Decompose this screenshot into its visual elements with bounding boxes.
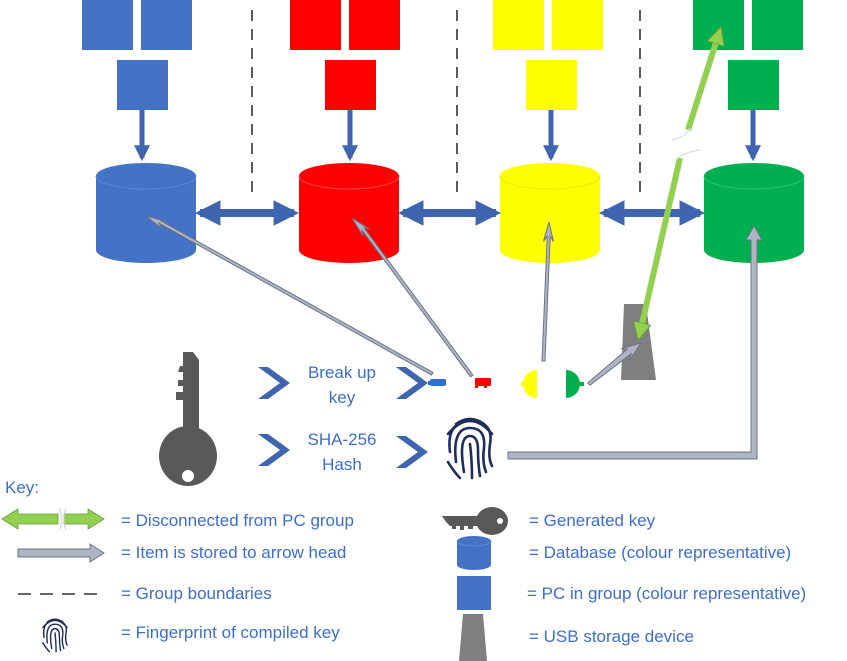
hash-label-line1: SHA-256	[307, 430, 377, 449]
legend-usb-label: = USB storage device	[529, 627, 694, 646]
legend-pc-label: = PC in group (colour representative)	[527, 584, 807, 603]
legend-key-icon	[442, 507, 508, 535]
group-red	[290, 0, 400, 263]
pc-green-3	[728, 60, 779, 110]
group-blue	[82, 0, 197, 263]
fragment-red	[475, 378, 491, 388]
fingerprint-icon	[446, 417, 494, 480]
pc-yellow-1	[493, 0, 544, 50]
pc-blue-2	[141, 0, 192, 50]
fragment-yellow	[521, 370, 537, 398]
disconnected-arrow	[639, 30, 720, 337]
pc-yellow-3	[526, 60, 577, 110]
storage-arrows	[145, 215, 763, 460]
fragment-blue	[428, 379, 446, 386]
legend-boundaries-label: = Group boundaries	[121, 584, 272, 603]
break-up-label-line1: Break up	[307, 363, 377, 382]
legend-pc-icon	[457, 576, 491, 610]
key-fragments	[428, 370, 584, 398]
legend-disconnected-arrow	[1, 507, 105, 531]
pc-red-2	[349, 0, 400, 50]
pc-blue-3	[117, 60, 168, 110]
chevron-right-icon	[258, 367, 290, 399]
break-up-label-line2: key	[328, 388, 356, 407]
legend-usb-icon	[459, 614, 487, 661]
key-icon	[159, 352, 217, 486]
database-red	[298, 163, 400, 263]
legend-stored-label: = Item is stored to arrow head	[121, 543, 347, 562]
group-green	[693, 0, 805, 263]
legend-generated-key-label: = Generated key	[529, 511, 656, 530]
legend-disconnected-label: = Disconnected from PC group	[121, 511, 354, 530]
chevron-right-icon	[396, 367, 428, 399]
legend-database-icon	[456, 536, 492, 570]
pc-red-3	[325, 60, 376, 110]
fragment-green	[566, 370, 584, 398]
legend-graphics	[1, 507, 508, 661]
legend-title: Key:	[5, 478, 40, 497]
database-yellow	[499, 163, 601, 263]
pc-yellow-2	[552, 0, 603, 50]
legend-fingerprint-label: = Fingerprint of compiled key	[121, 623, 340, 642]
legend-stored-arrow	[17, 543, 105, 563]
group-boundaries	[251, 10, 641, 200]
chevron-right-icon	[258, 434, 290, 466]
legend-fingerprint-icon	[42, 618, 68, 653]
hash-label-line2: Hash	[322, 455, 362, 474]
pc-red-1	[290, 0, 341, 50]
pc-green-2	[752, 0, 803, 50]
database-blue	[95, 163, 197, 263]
pc-blue-1	[82, 0, 133, 50]
legend-database-label: = Database (colour representative)	[529, 543, 792, 562]
chevron-right-icon	[396, 436, 428, 468]
usb-icon	[621, 304, 656, 380]
database-green	[703, 163, 805, 263]
process-chevrons	[258, 367, 428, 468]
group-yellow	[493, 0, 603, 263]
